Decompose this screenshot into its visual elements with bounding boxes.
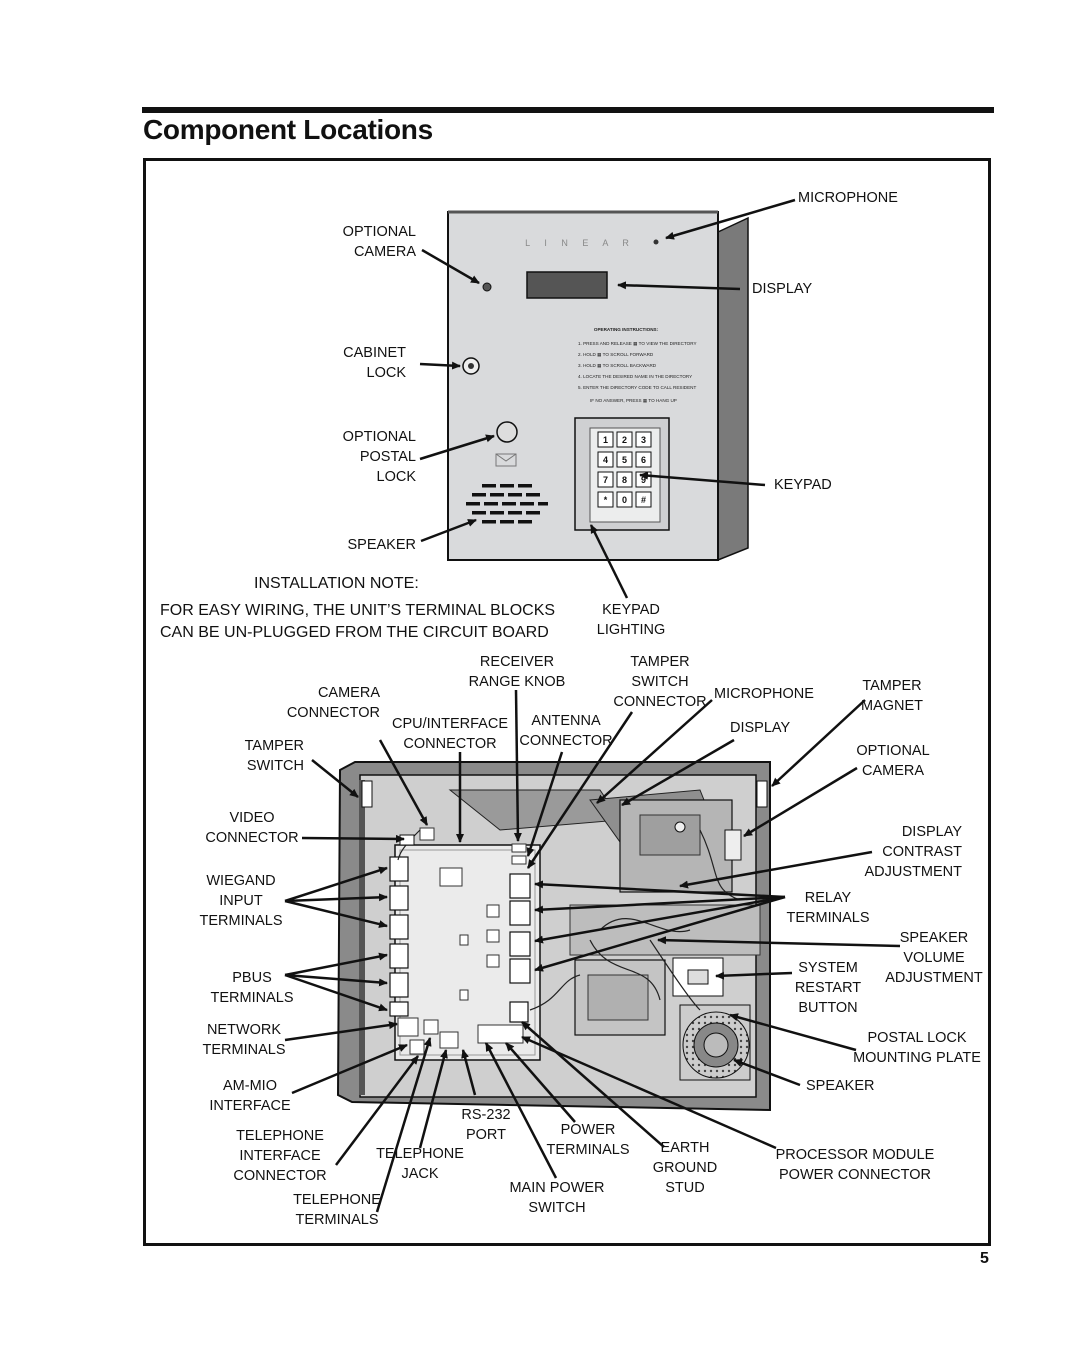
- mail-icon: [495, 453, 517, 467]
- keypad-key-label: 3: [641, 435, 646, 445]
- svg-text:2. HOLD ▦ TO SCROLL FORWARD: 2. HOLD ▦ TO SCROLL FORWARD: [578, 352, 654, 357]
- terminal-blocks: [389, 856, 409, 1017]
- microphone-hole: [653, 239, 659, 245]
- page-title: Component Locations: [143, 114, 433, 145]
- page-number: 5: [980, 1250, 989, 1267]
- keypad-key: [616, 471, 633, 488]
- keypad: 1 2 3 4 5 6 7 8 9 * 0 #: [574, 417, 670, 531]
- keypad-key-label: 6: [641, 455, 646, 465]
- keypad-key: [597, 431, 614, 448]
- keypad-key-label: 2: [622, 435, 627, 445]
- keypad-key-label: 9: [641, 475, 646, 485]
- keypad-key-label: 5: [622, 455, 627, 465]
- installation-note-line2: CAN BE UN-PLUGGED FROM THE CIRCUIT BOARD: [160, 624, 549, 641]
- keypad-key: [635, 451, 652, 468]
- label-keypad: KEYPAD: [774, 477, 832, 493]
- svg-text:1. PRESS AND RELEASE ▦ TO VIEW: 1. PRESS AND RELEASE ▦ TO VIEW THE DIREC…: [578, 341, 697, 346]
- keypad-key-label: #: [641, 495, 646, 505]
- svg-text:IF NO ANSWER, PRESS ▦ TO HANG: IF NO ANSWER, PRESS ▦ TO HANG UP: [590, 398, 677, 403]
- keypad-key: [635, 431, 652, 448]
- keypad-key-label: 4: [603, 455, 608, 465]
- interior-unit: [336, 761, 771, 1112]
- svg-text:4. LOCATE THE DESIRED NAME IN: 4. LOCATE THE DESIRED NAME IN THE DIRECT…: [578, 374, 692, 379]
- front-leaders: [419, 198, 796, 599]
- keypad-key: [635, 491, 652, 508]
- header-rule: [142, 107, 994, 113]
- svg-text:5. ENTER THE DIRECTORY CODE TO: 5. ENTER THE DIRECTORY CODE TO CALL RESI…: [578, 385, 696, 390]
- interior-leaders: [284, 689, 901, 1213]
- interior-speaker: [679, 1004, 751, 1081]
- keypad-key: [597, 471, 614, 488]
- operating-instructions: OPERATING INSTRUCTIONS: 1. PRESS AND REL…: [578, 327, 697, 403]
- keypad-key: [616, 451, 633, 468]
- keypad-key-label: 7: [603, 475, 608, 485]
- label-speaker-interior: SPEAKER: [806, 1078, 875, 1094]
- front-panel: L I N E A R OPERATING INSTRUCTIONS: 1. P…: [447, 210, 749, 562]
- brand-logo: L I N E A R: [525, 238, 635, 248]
- label-display-interior: DISPLAY: [730, 720, 791, 736]
- keypad-key-label: 0: [622, 495, 627, 505]
- keypad-key-label: 8: [622, 475, 627, 485]
- relay-blocks: [509, 873, 531, 1023]
- installation-note-line1: FOR EASY WIRING, THE UNIT’S TERMINAL BLO…: [160, 602, 556, 619]
- keypad-key: [597, 451, 614, 468]
- keypad-key: [616, 431, 633, 448]
- installation-note-heading: INSTALLATION NOTE:: [254, 575, 419, 592]
- display-window: [526, 271, 608, 299]
- svg-text:OPERATING INSTRUCTIONS:: OPERATING INSTRUCTIONS:: [594, 327, 659, 332]
- keypad-key: [597, 491, 614, 508]
- keypad-key: [616, 491, 633, 508]
- camera-lens: [482, 282, 492, 292]
- label-display-front: DISPLAY: [752, 281, 813, 297]
- keypad-key-label: 1: [603, 435, 608, 445]
- label-microphone-front: MICROPHONE: [798, 190, 898, 206]
- label-microphone-interior: MICROPHONE: [714, 686, 814, 702]
- keypad-key-label: *: [604, 495, 608, 505]
- label-speaker-front: SPEAKER: [347, 537, 417, 553]
- postal-lock: [496, 421, 518, 443]
- speaker-grille: [466, 484, 548, 524]
- svg-text:3. HOLD ▦ TO SCROLL BACKWARD: 3. HOLD ▦ TO SCROLL BACKWARD: [578, 363, 657, 368]
- figure-frame: [143, 158, 991, 1246]
